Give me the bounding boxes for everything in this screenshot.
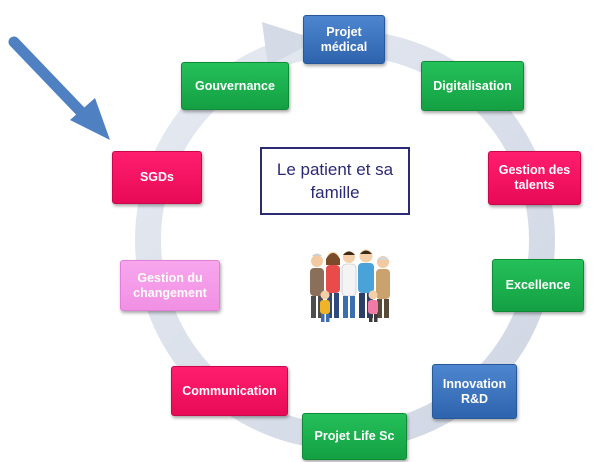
node-gestion-du-changement: Gestion du changement: [120, 260, 220, 311]
node-digitalisation: Digitalisation: [421, 61, 524, 111]
pointer-arrow-shaft: [8, 36, 90, 121]
node-projet-medical: Projet médical: [303, 15, 385, 64]
node-sgds: SGDs: [112, 151, 202, 204]
node-gouvernance: Gouvernance: [181, 62, 289, 110]
center-label: Le patient et sa famille: [276, 160, 394, 202]
node-communication: Communication: [171, 366, 288, 416]
node-gestion-des-talents: Gestion des talents: [488, 151, 581, 205]
center-label-box: Le patient et sa famille: [260, 147, 410, 215]
node-projet-life-sc: Projet Life Sc: [302, 413, 407, 460]
family-group-illustration: [310, 249, 390, 322]
cycle-ring-arrowhead: [262, 22, 318, 66]
pointer-arrow-head: [70, 98, 110, 140]
node-innovation-rd: Innovation R&D: [432, 364, 517, 419]
node-excellence: Excellence: [492, 259, 584, 312]
